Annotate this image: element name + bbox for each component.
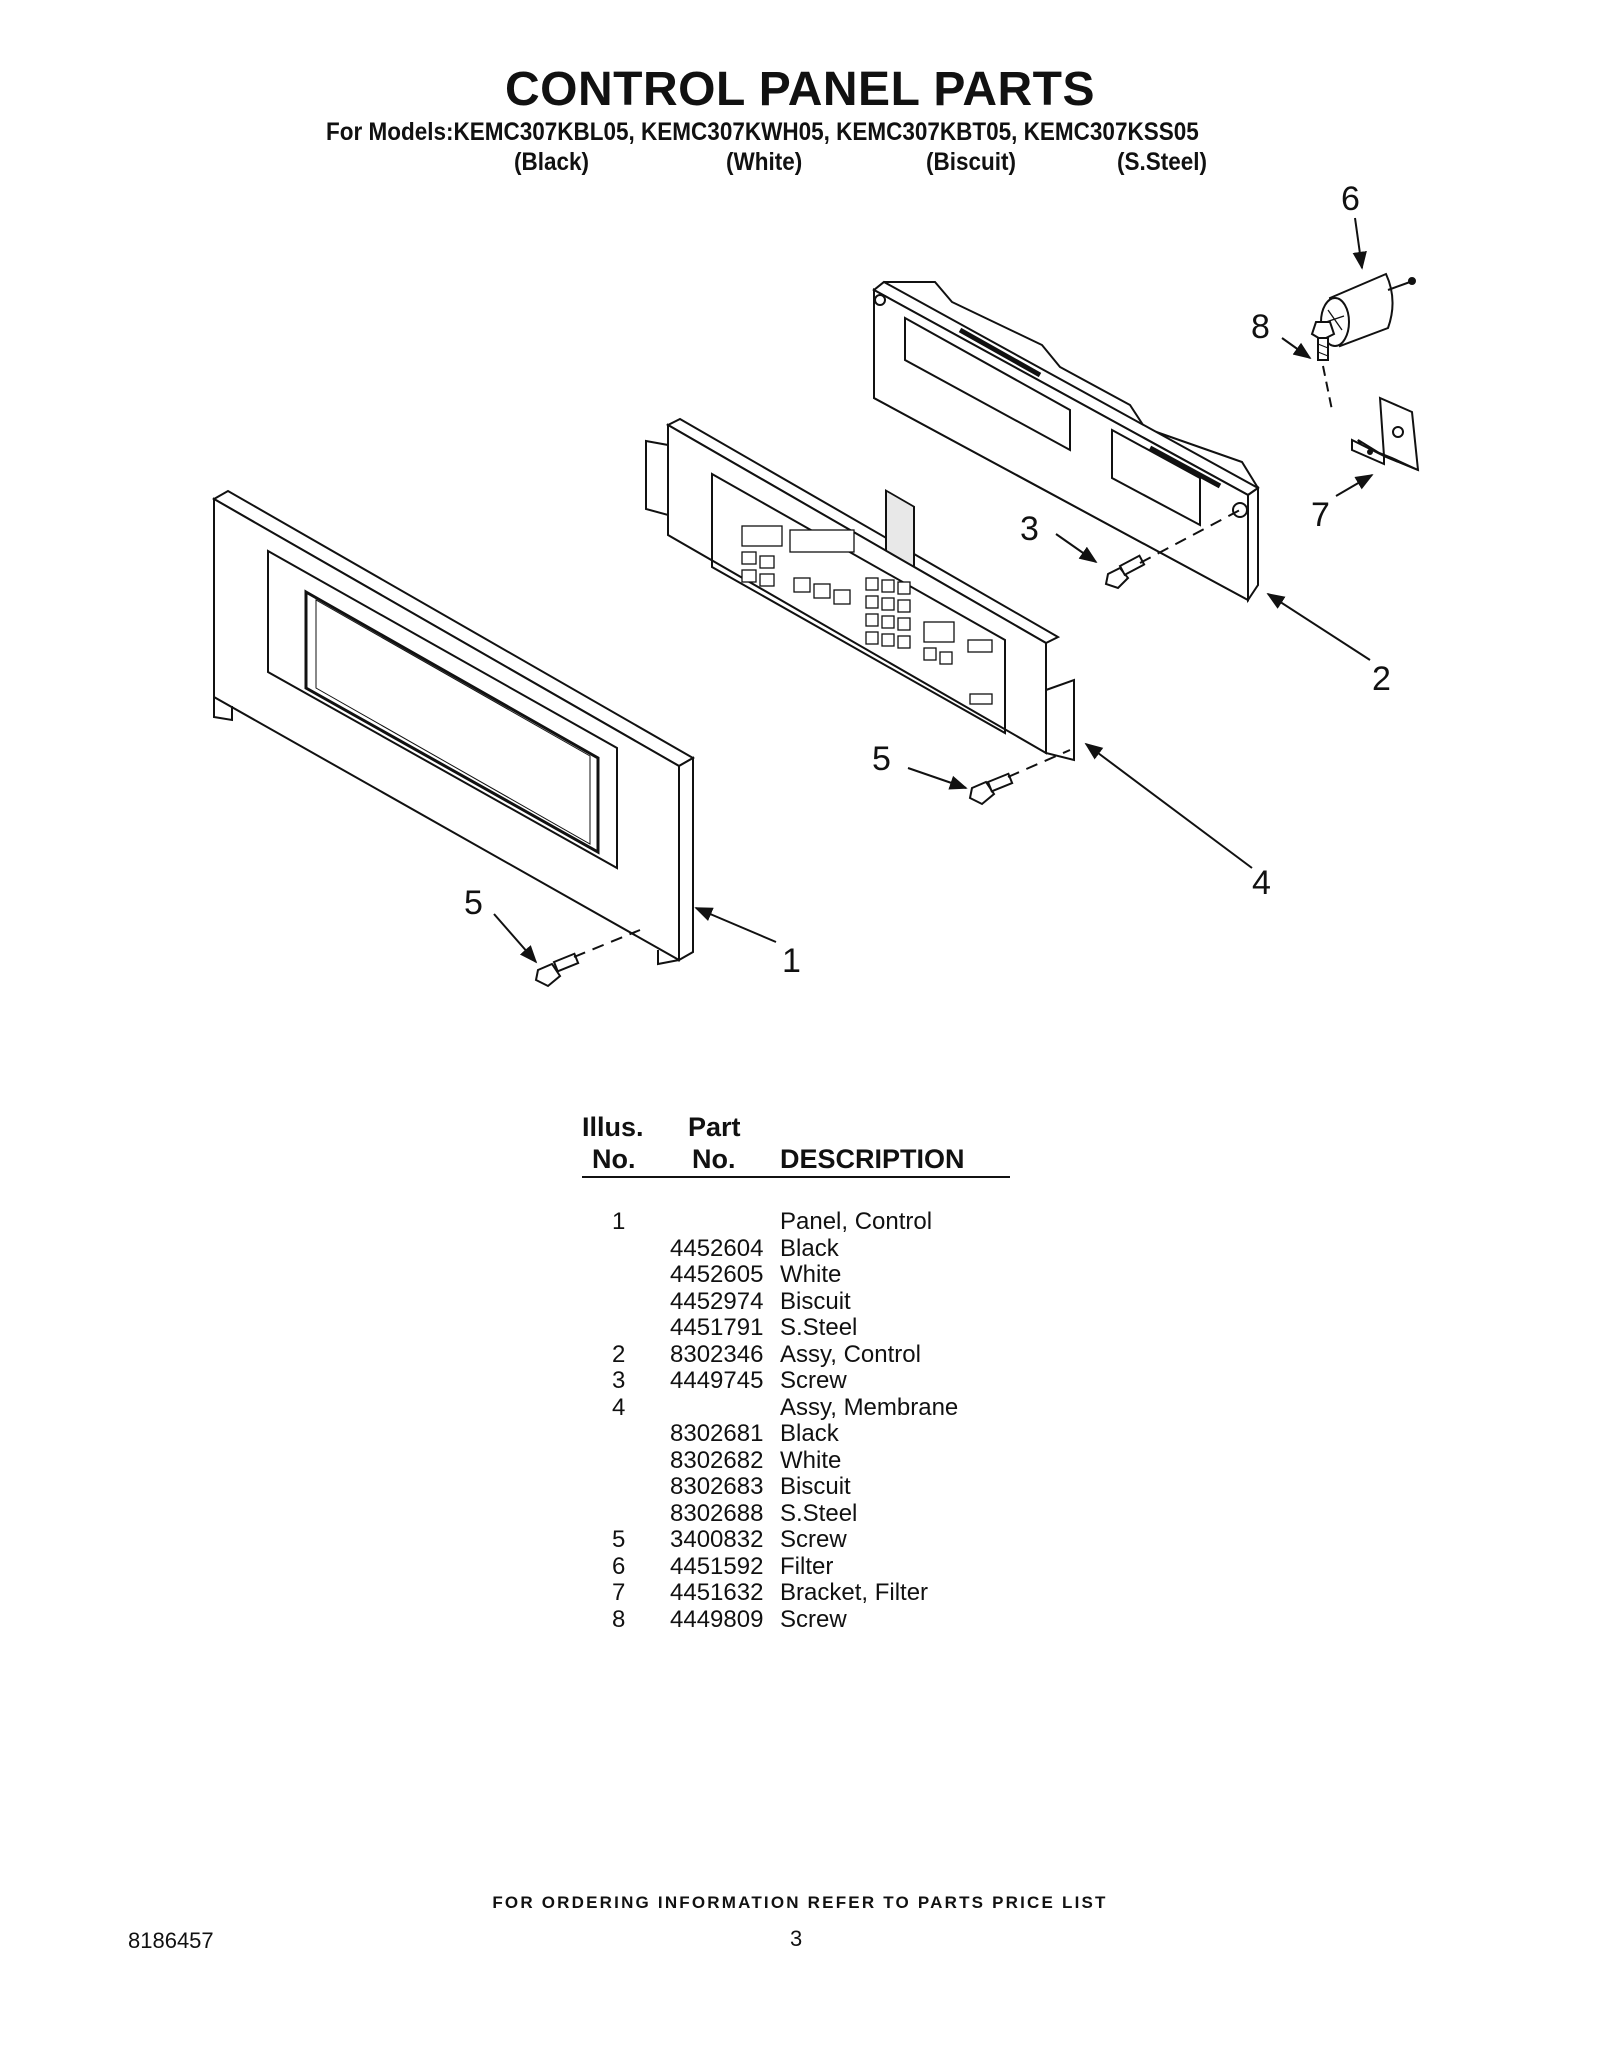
filter-bracket-part [1351,396,1420,472]
exploded-parts-diagram: 6 8 7 3 2 5 4 5 1 [211,180,1420,988]
filter-part [1320,272,1416,348]
ordering-note: FOR ORDERING INFORMATION REFER TO PARTS … [492,1893,1108,1912]
callout-1: 1 [782,942,801,980]
color-label-black: (Black) [514,148,590,176]
callout-2: 2 [1372,660,1391,698]
table-header-rule [582,1176,1010,1178]
header-part-line1: Part [688,1112,741,1142]
screw-5a-part [968,772,1014,806]
membrane-assembly-part [645,417,1075,762]
callout-3: 3 [1020,510,1039,548]
header-illus-line1: Illus. [582,1112,644,1142]
page-number: 3 [790,1926,803,1951]
color-label-biscuit: (Biscuit) [926,148,1016,176]
control-panel-part [211,489,696,966]
screw-5b-part [534,952,580,988]
callout-8: 8 [1251,308,1270,346]
header-illus-line2: No. [592,1144,636,1174]
screw-3-part [1104,554,1146,590]
control-assembly-part [872,280,1260,604]
callout-7: 7 [1311,496,1330,534]
callout-5b: 5 [464,884,483,922]
page-title: CONTROL PANEL PARTS [505,63,1095,116]
callout-4: 4 [1252,864,1271,902]
header-part-line2: No. [692,1144,736,1174]
document-number: 8186457 [128,1928,214,1953]
color-label-white: (White) [726,148,803,176]
callout-6: 6 [1341,180,1360,218]
model-list: For Models:KEMC307KBL05, KEMC307KWH05, K… [326,118,1199,146]
header-description: DESCRIPTION [780,1144,965,1174]
screw-8-part [1310,321,1336,361]
color-label-ssteel: (S.Steel) [1117,148,1208,176]
callout-5a: 5 [872,740,891,778]
